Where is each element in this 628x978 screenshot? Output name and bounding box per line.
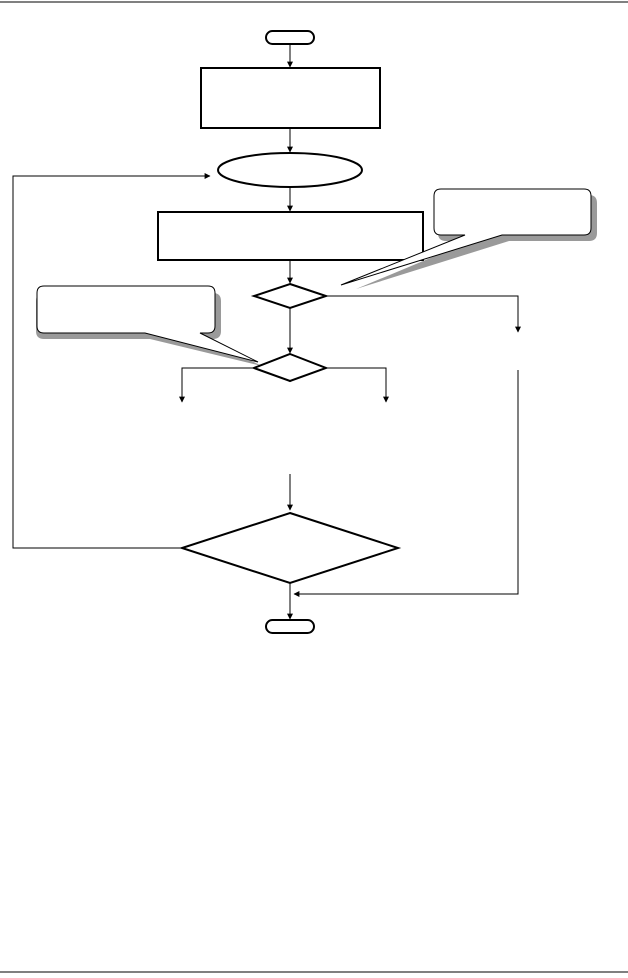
decision-2-diamond [251,352,329,383]
decision-1-diamond [250,282,330,310]
decision-3-diamond [178,511,402,585]
loop-start-ellipse [217,152,363,188]
edge-decision-2-left-branch [179,367,254,403]
process-2-box [157,211,424,261]
edge-decision-1-right-branch [326,295,521,333]
edge-decision-3-loop-start [12,173,211,549]
edge-decision-2-middle-branch [326,367,389,403]
start-terminator [265,30,315,45]
callout-left [36,285,262,366]
callout-right [340,188,597,289]
edge-right-branch-end [293,370,519,597]
process-1-box [200,67,381,129]
end-terminator [265,619,315,634]
